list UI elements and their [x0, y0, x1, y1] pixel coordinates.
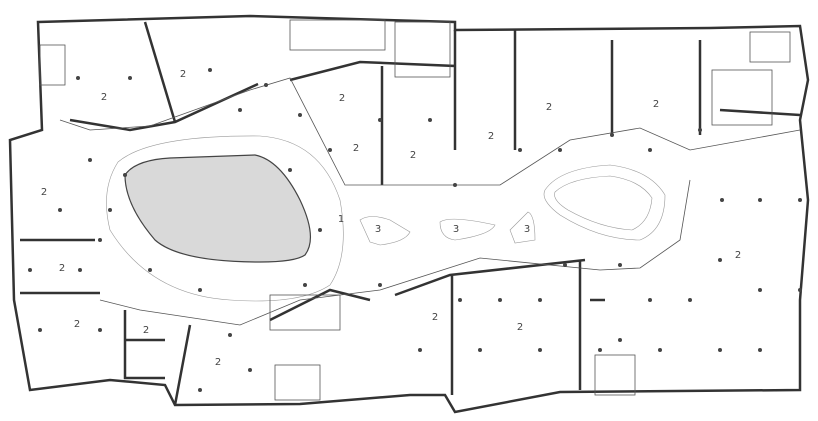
column [198, 288, 202, 292]
column [648, 298, 652, 302]
column [264, 83, 268, 87]
column [758, 198, 762, 202]
column [598, 348, 602, 352]
column [648, 148, 652, 152]
column [538, 348, 542, 352]
atrium-ring [106, 135, 344, 302]
column [328, 148, 332, 152]
column [563, 263, 567, 267]
column [378, 283, 382, 287]
zone-label-2: 2 [653, 99, 659, 110]
kiosk [509, 211, 536, 244]
column [108, 208, 112, 212]
column [318, 228, 322, 232]
columns [28, 68, 802, 392]
column [208, 68, 212, 72]
column [718, 348, 722, 352]
column [38, 328, 42, 332]
zone-label-2: 2 [143, 325, 149, 336]
column [238, 108, 242, 112]
zone-label-2: 2 [735, 250, 741, 261]
column [538, 298, 542, 302]
column [618, 338, 622, 342]
zone-label-2: 2 [215, 357, 221, 368]
unit-walls-south [20, 238, 605, 406]
zone-label-2: 2 [432, 312, 438, 323]
column [758, 288, 762, 292]
zone-label-2: 2 [410, 150, 416, 161]
column [428, 118, 432, 122]
column [458, 298, 462, 302]
column [688, 298, 692, 302]
column [128, 76, 132, 80]
column [88, 158, 92, 162]
stair-core [39, 19, 791, 401]
wc-block [394, 21, 773, 126]
column [610, 133, 614, 137]
column [378, 118, 382, 122]
zone-label-2: 2 [353, 143, 359, 154]
zone-label-2: 2 [180, 69, 186, 80]
zone-label-3: 3 [375, 224, 381, 235]
column [303, 283, 307, 287]
zone-label-2: 2 [74, 319, 80, 330]
column [418, 348, 422, 352]
zone-label-2: 2 [339, 93, 345, 104]
column [148, 268, 152, 272]
zone-label-1: 1 [338, 214, 344, 225]
kiosk [359, 216, 411, 246]
column [78, 268, 82, 272]
column [28, 268, 32, 272]
column [478, 348, 482, 352]
column [123, 173, 127, 177]
column [298, 113, 302, 117]
column [248, 368, 252, 372]
column [228, 333, 232, 337]
column [98, 238, 102, 242]
east-atrium-inner [554, 175, 653, 231]
column [453, 183, 457, 187]
unit-walls-north [69, 21, 801, 185]
zone-label-2: 2 [488, 131, 494, 142]
outer-wall [8, 14, 810, 414]
column [498, 298, 502, 302]
atrium-void [124, 154, 311, 263]
kiosk [439, 218, 496, 241]
column [718, 258, 722, 262]
column [198, 388, 202, 392]
column [798, 198, 802, 202]
column [618, 263, 622, 267]
column [658, 348, 662, 352]
column [558, 148, 562, 152]
column [698, 128, 702, 132]
zone-label-3: 3 [524, 224, 530, 235]
public-corridor [59, 77, 801, 326]
column [98, 328, 102, 332]
zone-label-2: 2 [517, 322, 523, 333]
column [758, 348, 762, 352]
column [288, 168, 292, 172]
zone-label-2: 2 [546, 102, 552, 113]
column [58, 208, 62, 212]
column [76, 76, 80, 80]
column [518, 148, 522, 152]
zone-label-3: 3 [453, 224, 459, 235]
column [798, 288, 802, 292]
zone-label-2: 2 [41, 187, 47, 198]
east-atrium-ring [543, 164, 666, 241]
zone-label-2: 2 [59, 263, 65, 274]
zone-label-2: 2 [101, 92, 107, 103]
column [720, 198, 724, 202]
